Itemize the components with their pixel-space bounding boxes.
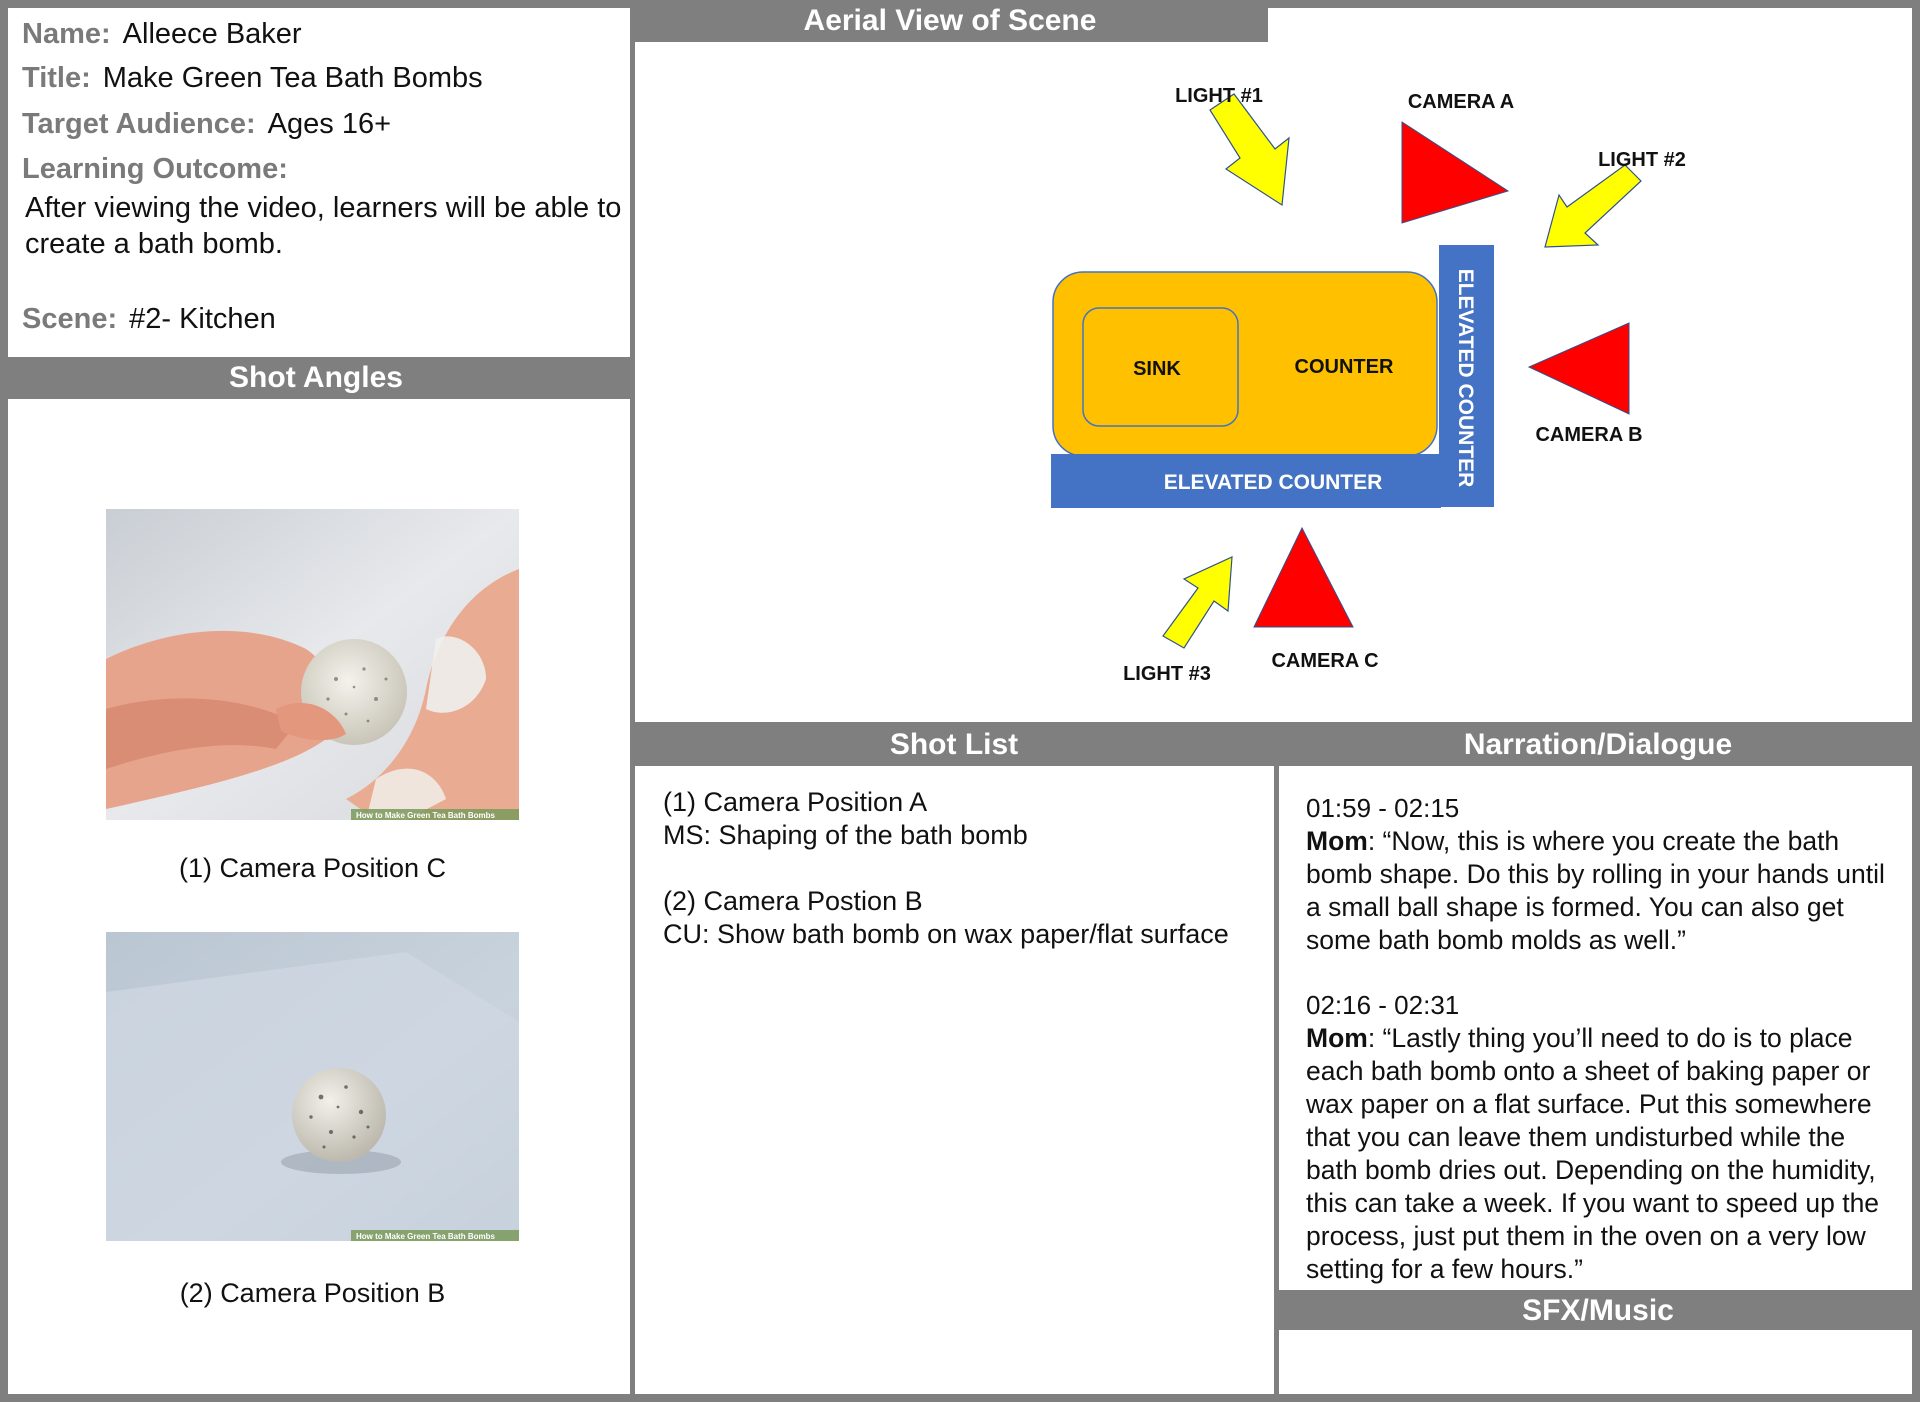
title-row: Title: Make Green Tea Bath Bombs xyxy=(22,62,483,95)
elevated-counter-vertical-label: ELEVATED COUNTER xyxy=(1454,269,1477,488)
scene-label: Scene: xyxy=(22,303,118,335)
scene-value: #2- Kitchen xyxy=(129,303,276,335)
audience-row: Target Audience: Ages 16+ xyxy=(22,108,391,141)
counter-label: COUNTER xyxy=(1295,356,1394,378)
shot-item-2-position: (2) Camera Postion B xyxy=(663,886,923,916)
divider-shotlist-narration xyxy=(1274,722,1279,1402)
outcome-row: Learning Outcome: xyxy=(22,153,300,186)
photo1-watermark: How to Make Green Tea Bath Bombs xyxy=(356,811,496,820)
shot-list-content: (1) Camera Position A MS: Shaping of the… xyxy=(663,786,1229,951)
narration-block2-time: 02:16 - 02:31 xyxy=(1306,990,1460,1020)
narration-block2-speaker: Mom xyxy=(1306,1023,1368,1053)
camera-b-label: CAMERA B xyxy=(1535,424,1642,446)
bath-bomb-image: How to Make Green Tea Bath Bombs xyxy=(106,932,519,1241)
camera-c-label: CAMERA C xyxy=(1271,650,1378,672)
light-1-arrow xyxy=(1209,93,1290,207)
aerial-diagram: SINK COUNTER ELEVATED COUNTER ELEVATED C… xyxy=(1051,85,1686,685)
narration-block1-speaker: Mom xyxy=(1306,826,1368,856)
header-aerial-view: Aerial View of Scene xyxy=(632,0,1268,42)
outer-border-bottom xyxy=(0,1394,1920,1402)
header-sfx-music: SFX/Music xyxy=(1276,1290,1920,1330)
photo2-watermark: How to Make Green Tea Bath Bombs xyxy=(356,1232,496,1241)
title-label: Title: xyxy=(22,62,91,94)
camera-c-triangle xyxy=(1253,526,1354,628)
sink-label: SINK xyxy=(1133,358,1181,380)
shot-photo-hands-shaping: How to Make Green Tea Bath Bombs xyxy=(106,509,519,820)
audience-label: Target Audience: xyxy=(22,108,256,140)
narration-block1: Mom: “Now, this is where you create the … xyxy=(1306,825,1896,957)
outer-border-left xyxy=(0,0,8,1402)
narration-block2: Mom: “Lastly thing you’ll need to do is … xyxy=(1306,1022,1896,1286)
camera-a-triangle xyxy=(1401,121,1510,224)
light-1-label: LIGHT #1 xyxy=(1175,85,1263,107)
elevated-counter-horizontal xyxy=(1051,454,1441,508)
outer-border-right xyxy=(1912,0,1920,1402)
light-2-arrow xyxy=(1544,164,1642,248)
elevated-counter-vertical xyxy=(1439,245,1494,507)
camera-a-label: CAMERA A xyxy=(1408,91,1514,113)
name-row: Name: Alleece Baker xyxy=(22,18,302,51)
name-value: Alleece Baker xyxy=(122,18,302,50)
scene-row: Scene: #2- Kitchen xyxy=(22,303,276,336)
narration-block1-text: : “Now, this is where you create the bat… xyxy=(1306,826,1885,955)
photo2-caption: (2) Camera Position B xyxy=(179,1278,446,1308)
shot-item-1-position: (1) Camera Position A xyxy=(663,787,928,817)
divider-left-column xyxy=(630,0,635,1402)
audience-value: Ages 16+ xyxy=(267,108,392,140)
light-3-arrow xyxy=(1162,556,1233,649)
narration-content: 01:59 - 02:15 Mom: “Now, this is where y… xyxy=(1306,792,1896,1286)
sink-block xyxy=(1082,307,1239,427)
camera-b-triangle xyxy=(1527,322,1630,415)
name-label: Name: xyxy=(22,18,111,50)
elevated-counter-horizontal-label: ELEVATED COUNTER xyxy=(1164,471,1383,494)
photo1-caption: (1) Camera Position C xyxy=(178,853,447,883)
outcome-text: After viewing the video, learners will b… xyxy=(25,192,622,260)
header-shot-list: Shot List xyxy=(632,722,1276,766)
narration-block1-time: 01:59 - 02:15 xyxy=(1306,793,1460,823)
header-shot-angles: Shot Angles xyxy=(0,357,632,399)
header-narration: Narration/Dialogue xyxy=(1276,722,1920,766)
shot-item-2-description: CU: Show bath bomb on wax paper/flat sur… xyxy=(663,919,1229,949)
shot-item-1-description: MS: Shaping of the bath bomb xyxy=(663,820,1028,850)
light-2-label: LIGHT #2 xyxy=(1598,149,1686,171)
light-3-label: LIGHT #3 xyxy=(1123,663,1211,685)
narration-block2-text: : “Lastly thing you’ll need to do is to … xyxy=(1306,1023,1880,1284)
shot-photo-bath-bomb-paper: How to Make Green Tea Bath Bombs xyxy=(106,932,519,1241)
hands-shaping-image: How to Make Green Tea Bath Bombs xyxy=(106,509,519,820)
outcome-label: Learning Outcome: xyxy=(22,153,288,185)
title-value: Make Green Tea Bath Bombs xyxy=(102,62,483,94)
